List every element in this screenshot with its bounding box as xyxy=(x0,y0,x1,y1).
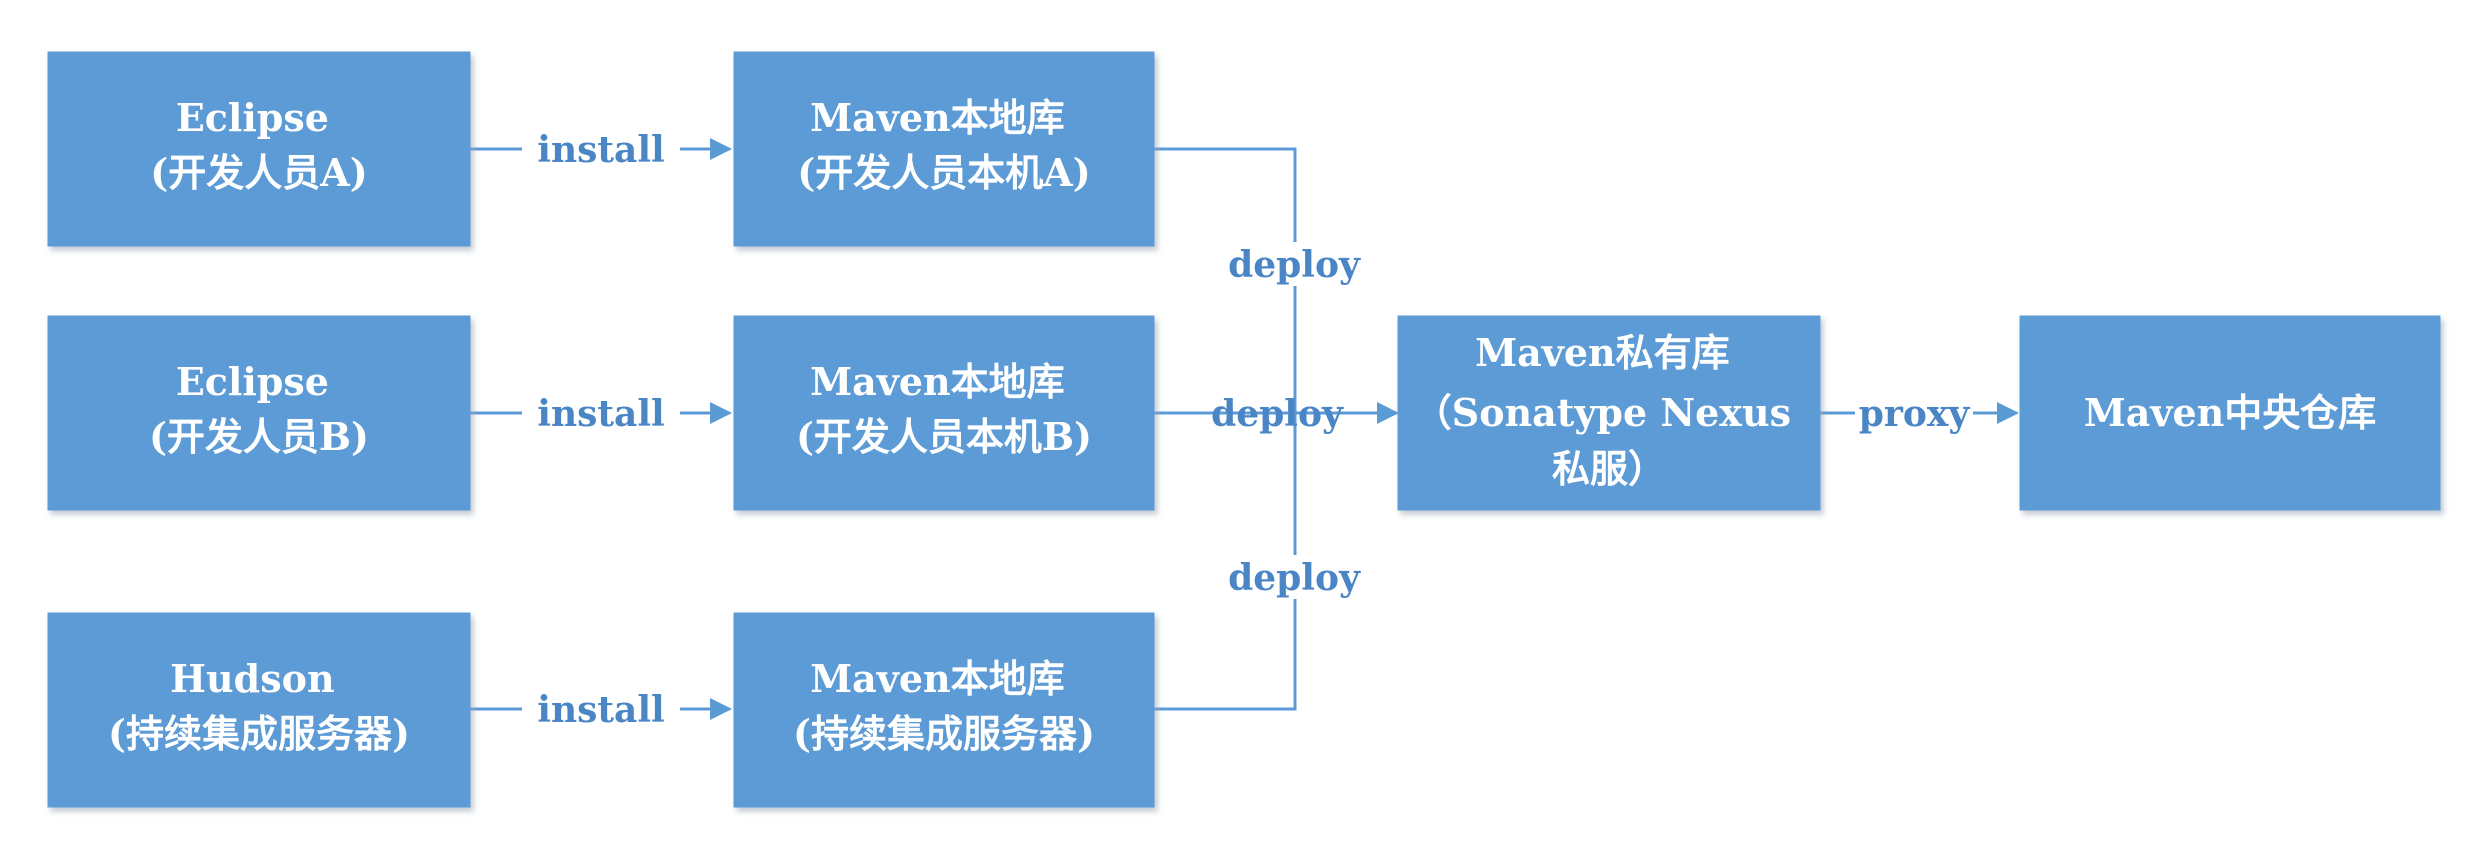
edge-label-proxy: proxy xyxy=(1859,393,1971,435)
node-eclipse-b-line-2: (开发人员B) xyxy=(149,414,369,459)
node-local-ci[interactable]: Maven本地库 (持续集成服务器) xyxy=(733,612,1155,808)
node-local-b[interactable]: Maven本地库 (开发人员本机B) xyxy=(733,315,1155,511)
svg-text:Maven本地库 (开发人员本机A): Maven本地库 (开发人员本机A) xyxy=(797,95,1090,195)
svg-text:Hudson (持续集成服务器): Hudson (持续集成服务器) xyxy=(108,656,410,756)
node-local-a[interactable]: Maven本地库 (开发人员本机A) xyxy=(733,51,1155,247)
node-local-b-line-1: Maven本地库 xyxy=(810,359,1065,404)
edge-label-install-ci: install xyxy=(537,689,664,731)
node-central-line-1: Maven中央仓库 xyxy=(2084,390,2377,435)
node-nexus-line-2: （Sonatype Nexus xyxy=(1414,390,1791,435)
node-eclipse-a-line-2: (开发人员A) xyxy=(150,150,367,195)
svg-text:Eclipse (开发人员B): Eclipse (开发人员B) xyxy=(149,359,369,459)
edge-label-install-b: install xyxy=(537,393,664,435)
edge-deploy-a-line xyxy=(1154,147,1297,413)
edge-deploy-ci-line xyxy=(1154,413,1297,711)
node-local-a-line-1: Maven本地库 xyxy=(810,95,1065,140)
node-nexus-line-3: 私服） xyxy=(1552,446,1666,491)
svg-text:Maven中央仓库: Maven中央仓库 xyxy=(2084,390,2377,435)
node-eclipse-b[interactable]: Eclipse (开发人员B) xyxy=(47,315,471,511)
node-hudson-line-1: Hudson xyxy=(170,656,334,701)
svg-text:Maven本地库 (开发人员本机B): Maven本地库 (开发人员本机B) xyxy=(796,359,1092,459)
edge-labels: install install install deploy deploy de… xyxy=(522,126,1973,731)
svg-text:Maven本地库 (持续集成服务器): Maven本地库 (持续集成服务器) xyxy=(793,656,1095,756)
node-eclipse-a-line-1: Eclipse xyxy=(176,95,329,140)
edge-label-deploy-a: deploy xyxy=(1228,244,1361,286)
node-local-a-line-2: (开发人员本机A) xyxy=(797,150,1090,195)
node-local-b-line-2: (开发人员本机B) xyxy=(796,414,1092,459)
node-hudson-line-2: (持续集成服务器) xyxy=(108,711,410,756)
node-hudson[interactable]: Hudson (持续集成服务器) xyxy=(47,612,471,808)
node-local-ci-line-2: (持续集成服务器) xyxy=(793,711,1095,756)
node-eclipse-a[interactable]: Eclipse (开发人员A) xyxy=(47,51,471,247)
edges xyxy=(470,138,2019,720)
node-central[interactable]: Maven中央仓库 xyxy=(2019,315,2441,511)
node-nexus[interactable]: Maven私有库 （Sonatype Nexus 私服） xyxy=(1397,315,1821,511)
edge-label-install-a: install xyxy=(537,129,664,171)
edge-label-deploy-b: deploy xyxy=(1211,393,1344,435)
svg-text:Maven私有库 （Sonatype Nexus: Maven私有库 （Sonatype Nexus 私服） xyxy=(1414,330,1804,491)
node-local-ci-line-1: Maven本地库 xyxy=(810,656,1065,701)
svg-text:Eclipse (开发人员A): Eclipse (开发人员A) xyxy=(150,95,367,195)
edge-label-deploy-ci: deploy xyxy=(1228,557,1361,599)
node-nexus-line-1: Maven私有库 xyxy=(1475,330,1730,375)
node-eclipse-b-line-1: Eclipse xyxy=(176,359,329,404)
